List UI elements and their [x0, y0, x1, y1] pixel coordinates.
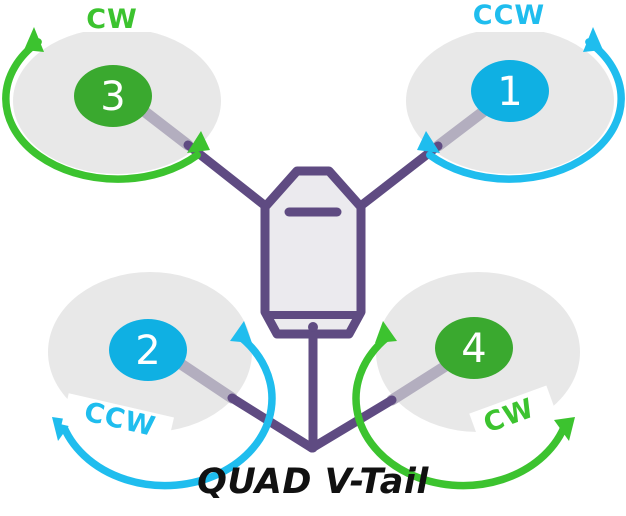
motor-hub-3	[74, 65, 152, 127]
arm-front-right	[353, 141, 443, 213]
rotation-ring-3	[2, 38, 201, 183]
arrow-3-bottom	[187, 131, 210, 153]
rotation-ring-4	[352, 333, 570, 490]
label-backdrop-4	[469, 385, 558, 444]
arm-light-3	[134, 102, 194, 151]
motor-number-1: 1	[497, 69, 522, 115]
motor-hub-1	[471, 60, 549, 122]
diagram-title: QUAD V-Tail	[197, 462, 429, 502]
motor-number-2: 2	[135, 328, 160, 374]
body-shell	[260, 166, 366, 339]
label-backdrop-3	[68, 2, 156, 32]
direction-label-1: CCW	[473, 0, 545, 31]
motor-number-4: 4	[461, 326, 486, 372]
arrow-3-top	[24, 27, 44, 52]
arrow-1-bottom	[417, 131, 440, 153]
motor-hub-4	[435, 317, 513, 379]
arrow-2-right	[230, 321, 252, 343]
arm-rear-left	[227, 393, 317, 453]
motor-hub-2	[109, 319, 187, 381]
label-backdrop-1	[455, 2, 563, 32]
label-backdrop-2	[61, 393, 174, 449]
direction-label-3: CW	[86, 4, 138, 35]
arm-light-2	[169, 354, 238, 404]
arrow-4-left	[375, 321, 397, 343]
arrow-1-top	[583, 27, 603, 52]
arm-light-1	[432, 102, 494, 152]
arm-rear-right	[307, 395, 397, 453]
rotation-rings	[2, 38, 625, 490]
arrow-4-right	[554, 417, 575, 441]
label-backdrops	[61, 2, 563, 449]
rotation-ring-1	[426, 38, 625, 183]
motor-number-3: 3	[100, 74, 125, 120]
drone-body	[260, 166, 366, 339]
body-tail-mount	[308, 322, 318, 332]
rotation-ring-2	[58, 333, 276, 490]
frame-arms	[183, 140, 443, 453]
arm-front-left	[183, 140, 273, 213]
